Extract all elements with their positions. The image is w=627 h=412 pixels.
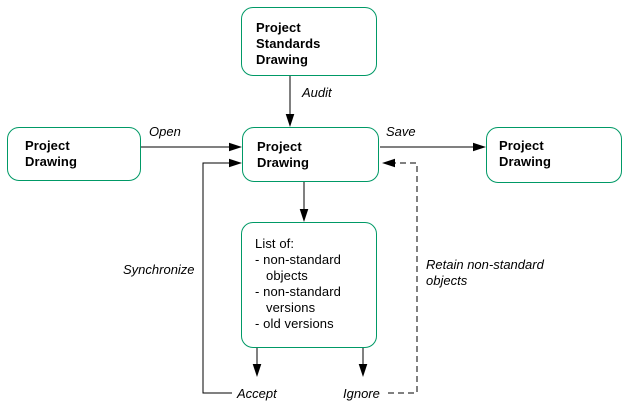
retain-dashed-arrow <box>382 158 418 394</box>
audit-arrow <box>285 74 295 127</box>
open-arrow <box>141 142 242 152</box>
synchronize-label: Synchronize <box>123 262 195 277</box>
audit-label: Audit <box>302 85 332 100</box>
non-standard-list-box: List of: - non-standard objects - non-st… <box>241 222 377 348</box>
list-line: objects <box>266 268 308 283</box>
save-arrow <box>380 142 486 152</box>
box-text-line: Project <box>499 138 544 153</box>
project-drawing-working-box: Project Drawing <box>242 127 379 182</box>
box-text-line: Drawing <box>25 154 77 169</box>
ignore-arrow <box>358 348 368 377</box>
synchronize-arrow <box>202 158 242 394</box>
accept-arrow <box>252 348 262 377</box>
box-text-line: Standards <box>256 36 321 51</box>
box-text-line: Project <box>25 138 70 153</box>
project-drawing-source-box: Project Drawing <box>7 127 141 181</box>
project-drawing-saved-box: Project Drawing <box>486 127 622 183</box>
retain-label: Retain non-standard objects <box>426 257 556 289</box>
list-arrow <box>299 182 309 222</box>
retain-label-line: Retain non-standard <box>426 257 544 272</box>
project-standards-drawing-box: Project Standards Drawing <box>241 7 377 76</box>
list-line: - non-standard <box>255 284 341 299</box>
box-text-line: Drawing <box>256 52 308 67</box>
box-text-line: Project <box>257 139 302 154</box>
list-line: versions <box>266 300 316 315</box>
list-line: List of: <box>255 236 295 251</box>
list-line: - non-standard <box>255 252 341 267</box>
ignore-label: Ignore <box>343 386 380 401</box>
retain-label-line: objects <box>426 273 468 288</box>
box-text-line: Drawing <box>499 154 551 169</box>
box-text-line: Project <box>256 20 301 35</box>
box-text-line: Drawing <box>257 155 309 170</box>
save-label: Save <box>386 124 416 139</box>
accept-label: Accept <box>237 386 277 401</box>
list-line: - old versions <box>255 316 334 331</box>
open-label: Open <box>149 124 181 139</box>
